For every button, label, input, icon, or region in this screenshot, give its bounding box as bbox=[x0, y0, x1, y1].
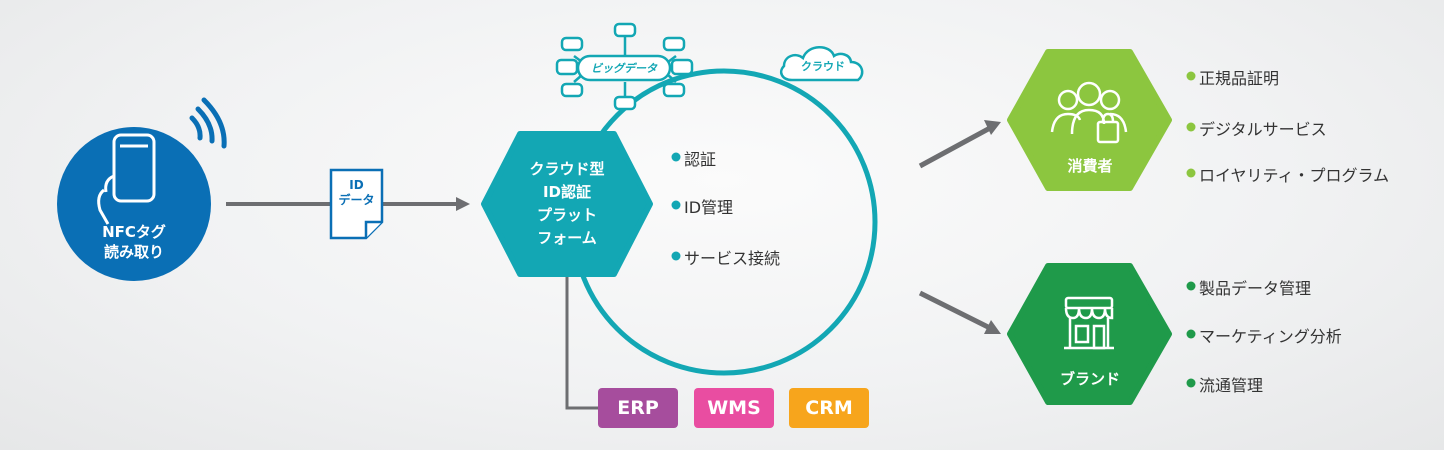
consumer-bullet-dot bbox=[1186, 71, 1196, 81]
brand-item-product-data: 製品データ管理 bbox=[1199, 279, 1312, 298]
system-badge-crm: CRM bbox=[789, 388, 869, 428]
brand-bullet-dot bbox=[1186, 329, 1196, 339]
consumer-bullet-dot bbox=[1186, 168, 1196, 178]
platform-label-line2: ID認証 bbox=[542, 183, 592, 201]
nfc-reader-circle bbox=[57, 127, 211, 281]
id-data-label: ID データ bbox=[331, 178, 382, 208]
consumer-item-authenticity: 正規品証明 bbox=[1199, 69, 1280, 88]
id-data-label-line2: データ bbox=[338, 193, 375, 207]
feature-bullet-dot bbox=[671, 152, 681, 162]
platform-label-line4: フォーム bbox=[537, 229, 597, 247]
feature-item-auth: 認証 bbox=[684, 150, 717, 169]
feature-bullet-dot bbox=[671, 251, 681, 261]
arrowhead-icon bbox=[456, 197, 470, 211]
consumer-hexagon bbox=[1007, 49, 1172, 191]
cloud-label: クラウド bbox=[801, 60, 845, 73]
arrowhead-icon bbox=[984, 320, 1001, 334]
nfc-label-line2: 読み取り bbox=[103, 243, 164, 261]
id-document-icon bbox=[329, 168, 384, 240]
cloud-icon bbox=[780, 46, 864, 82]
arrowhead-icon bbox=[984, 120, 1001, 135]
brand-label: ブランド bbox=[1059, 370, 1120, 388]
system-badge-wms: WMS bbox=[694, 388, 774, 428]
brand-item-marketing: マーケティング分析 bbox=[1199, 327, 1342, 346]
feature-bullet-dot bbox=[671, 200, 681, 210]
platform-hexagon bbox=[481, 131, 653, 277]
nfc-label: NFCタグ 読み取り bbox=[70, 222, 198, 262]
system-badge-erp: ERP bbox=[598, 388, 678, 428]
platform-label-line1: クラウド型 bbox=[529, 160, 605, 178]
platform-label: クラウド型 ID認証 プラット フォーム bbox=[500, 158, 634, 250]
platform-label-line3: プラット bbox=[536, 206, 597, 224]
consumer-bullet-dot bbox=[1186, 122, 1196, 132]
brand-item-distribution: 流通管理 bbox=[1199, 376, 1264, 395]
connector-platform-to-systems bbox=[565, 270, 598, 410]
consumer-item-loyalty: ロイヤリティ・プログラム bbox=[1199, 166, 1390, 185]
consumer-label: 消費者 bbox=[1067, 157, 1113, 175]
flow-arrow-to-consumer bbox=[918, 125, 992, 169]
phone-icon bbox=[97, 133, 156, 225]
nfc-label-line1: NFCタグ bbox=[102, 223, 166, 241]
big-data-label: ビッグデータ bbox=[591, 62, 657, 75]
flow-arrow-to-brand bbox=[918, 290, 992, 331]
big-data-network-icon bbox=[555, 22, 694, 111]
id-data-label-line1: ID bbox=[349, 178, 364, 192]
feature-item-id-management: ID管理 bbox=[684, 198, 734, 217]
people-icon bbox=[1050, 81, 1128, 144]
nfc-signal-icon bbox=[189, 97, 227, 149]
brand-hexagon bbox=[1007, 263, 1172, 405]
store-icon bbox=[1064, 296, 1114, 350]
brand-bullet-dot bbox=[1186, 281, 1196, 291]
consumer-item-digital-service: デジタルサービス bbox=[1199, 120, 1327, 139]
feature-item-service-connect: サービス接続 bbox=[684, 249, 781, 268]
brand-bullet-dot bbox=[1186, 378, 1196, 388]
